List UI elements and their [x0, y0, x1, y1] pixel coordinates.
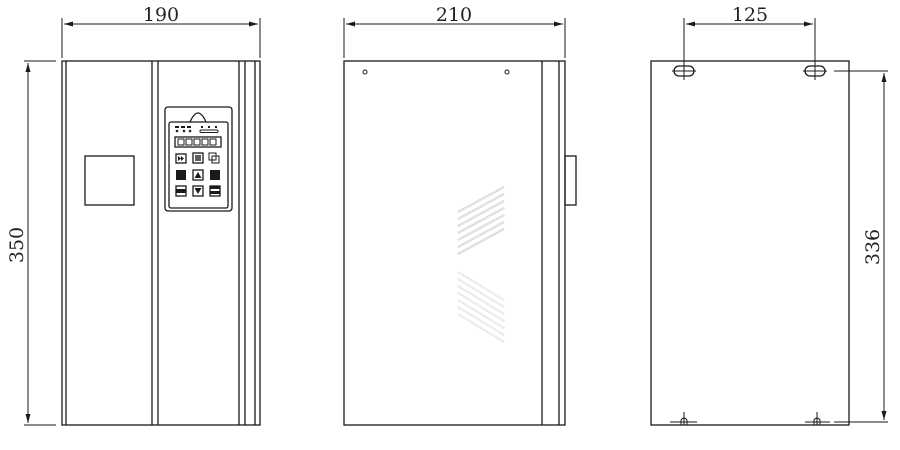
keypad-handle	[189, 112, 207, 123]
side-width-label: 210	[436, 4, 472, 26]
front-height-dimension: 350	[6, 60, 56, 426]
vent-slots-upper	[457, 186, 505, 255]
side-body-outline	[343, 60, 566, 426]
hole-height-label: 336	[862, 229, 884, 265]
hole-height-dimension: 336	[834, 70, 888, 423]
fast-forward-key[interactable]	[175, 153, 187, 164]
front-body-outline	[61, 60, 261, 426]
mounting-notch-bottom-right	[805, 412, 830, 425]
front-window	[84, 155, 135, 206]
copy-key[interactable]	[208, 152, 220, 164]
function-key[interactable]	[192, 152, 204, 164]
down-key[interactable]	[192, 185, 204, 197]
led-indicators	[175, 126, 219, 133]
front-width-dimension: 190	[61, 4, 261, 58]
right-key[interactable]	[210, 170, 220, 180]
seven-segment-display	[174, 136, 222, 148]
vent-slots-lower	[457, 271, 505, 343]
mounting-slot-top-left	[672, 62, 696, 80]
enter-key[interactable]	[209, 185, 221, 197]
left-key[interactable]	[176, 170, 186, 180]
side-width-dimension: 210	[343, 4, 566, 58]
back-view: 125 336	[650, 4, 888, 426]
keypad-panel	[164, 106, 233, 212]
side-view: 210	[343, 4, 577, 426]
mounting-slot-top-right	[803, 62, 827, 80]
stop-key[interactable]	[175, 185, 187, 197]
hole-spacing-label: 125	[732, 4, 768, 26]
hole-spacing-dimension: 125	[683, 4, 816, 64]
up-key[interactable]	[192, 169, 204, 181]
front-height-label: 350	[6, 227, 28, 263]
side-terminal-box	[564, 155, 577, 206]
mounting-notch-bottom-left	[670, 412, 697, 425]
back-body-outline	[650, 60, 850, 426]
front-width-label: 190	[143, 4, 179, 26]
screw-hole	[504, 69, 510, 75]
front-view: 190 350	[6, 4, 261, 426]
screw-hole	[362, 69, 368, 75]
